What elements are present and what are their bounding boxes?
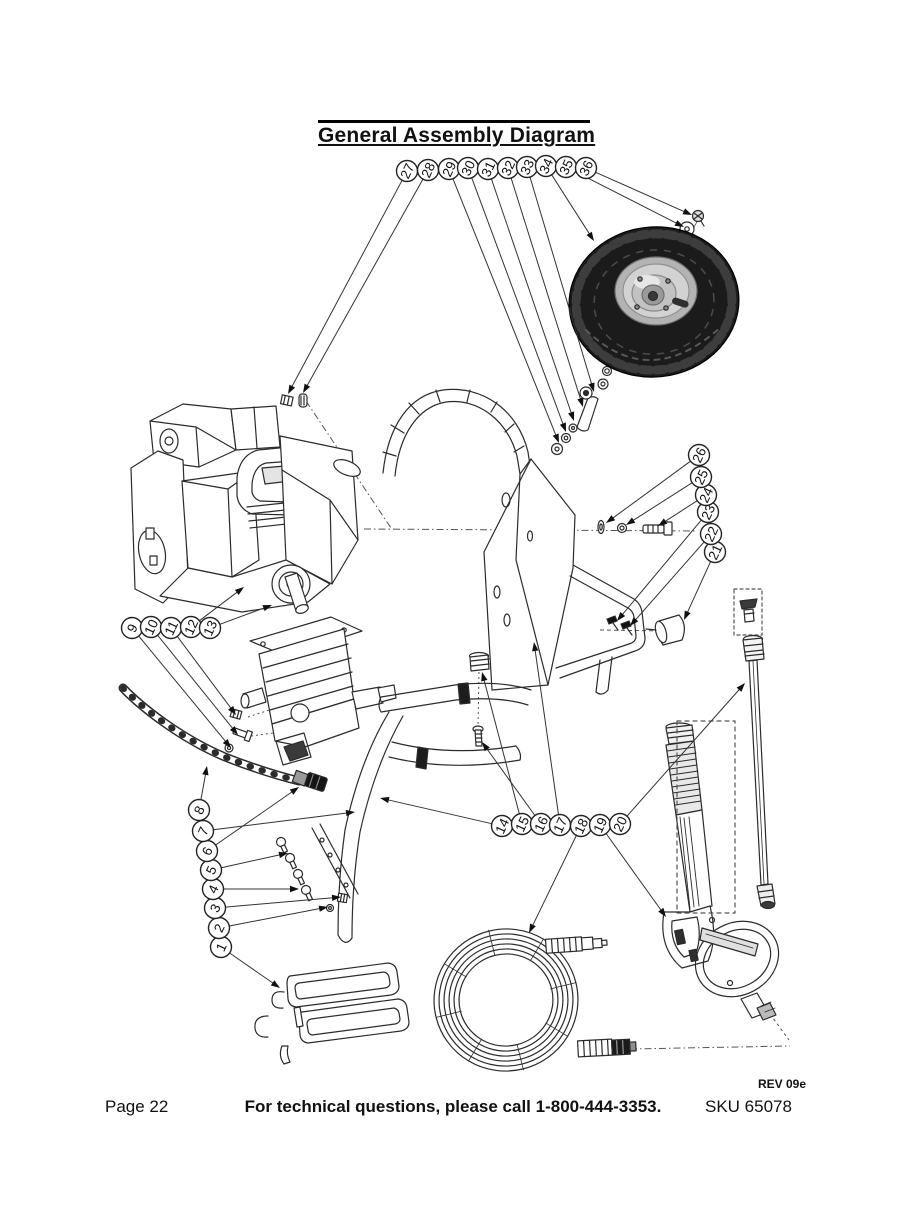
part-callout-6: 6 bbox=[195, 839, 219, 863]
svg-text:28: 28 bbox=[418, 160, 438, 180]
frame-bolt-parts bbox=[597, 519, 673, 536]
svg-text:33: 33 bbox=[517, 157, 537, 177]
part-callout-19: 19 bbox=[588, 813, 612, 837]
svg-text:23: 23 bbox=[698, 502, 718, 522]
wheel-illustration bbox=[568, 226, 740, 378]
part-callout-10: 10 bbox=[139, 615, 163, 639]
part-callout-28: 28 bbox=[416, 158, 440, 182]
engine-bolt-parts bbox=[279, 393, 308, 408]
frame-illustration bbox=[337, 388, 646, 943]
svg-text:18: 18 bbox=[571, 816, 591, 836]
chemical-hose-illustration bbox=[118, 683, 328, 792]
svg-text:34: 34 bbox=[536, 156, 556, 176]
part-callout-12: 12 bbox=[179, 615, 203, 639]
part-callout-20: 20 bbox=[608, 812, 632, 836]
part-callout-4: 4 bbox=[201, 877, 225, 901]
wand-illustration bbox=[676, 588, 776, 914]
svg-text:20: 20 bbox=[610, 814, 630, 834]
svg-text:25: 25 bbox=[691, 467, 711, 487]
svg-text:35: 35 bbox=[556, 157, 576, 177]
support-text: For technical questions, please call 1-8… bbox=[244, 1097, 662, 1116]
part-callout-34: 34 bbox=[534, 154, 558, 178]
diagram-title-block: General Assembly Diagram bbox=[318, 120, 595, 148]
page-footer: Page 22 For technical questions, please … bbox=[0, 1097, 906, 1119]
part-callout-7: 7 bbox=[191, 819, 215, 843]
svg-text:14: 14 bbox=[492, 816, 512, 836]
part-callout-36: 36 bbox=[574, 156, 598, 180]
part-callout-30: 30 bbox=[456, 156, 480, 180]
part-callout-1: 1 bbox=[209, 935, 233, 959]
revision-label: REV 09e bbox=[757, 1077, 806, 1091]
part-callout-14: 14 bbox=[490, 814, 514, 838]
part-callout-22: 22 bbox=[699, 522, 723, 546]
part-callout-3: 3 bbox=[203, 896, 227, 920]
part-callout-25: 25 bbox=[689, 465, 713, 489]
part-callout-16: 16 bbox=[529, 812, 553, 836]
svg-text:31: 31 bbox=[478, 159, 498, 179]
axle-parts bbox=[550, 365, 613, 456]
part-callout-18: 18 bbox=[569, 814, 593, 838]
hose-coil-illustration bbox=[433, 928, 637, 1072]
spray-gun-illustration bbox=[662, 722, 780, 1021]
svg-text:22: 22 bbox=[701, 524, 721, 544]
part-callout-26: 26 bbox=[687, 443, 711, 467]
svg-text:26: 26 bbox=[689, 445, 709, 465]
page-title: General Assembly Diagram bbox=[318, 124, 596, 147]
svg-text:11: 11 bbox=[162, 619, 182, 638]
part-callout-8: 8 bbox=[187, 798, 211, 822]
nozzle-rail-parts bbox=[275, 823, 359, 913]
frame-knob-parts bbox=[468, 651, 490, 747]
svg-text:32: 32 bbox=[498, 158, 518, 178]
part-callout-33: 33 bbox=[515, 155, 539, 179]
svg-text:19: 19 bbox=[590, 815, 610, 835]
part-callout-17: 17 bbox=[548, 813, 572, 837]
part-callout-9: 9 bbox=[120, 616, 144, 640]
part-callout-13: 13 bbox=[198, 616, 222, 640]
part-callout-5: 5 bbox=[199, 858, 223, 882]
part-callout-11: 11 bbox=[159, 616, 183, 640]
part-callout-2: 2 bbox=[207, 916, 231, 940]
part-callout-24: 24 bbox=[694, 483, 718, 507]
part-callout-35: 35 bbox=[554, 155, 578, 179]
stand-illustration bbox=[254, 962, 410, 1065]
svg-text:24: 24 bbox=[696, 485, 716, 505]
svg-text:29: 29 bbox=[439, 159, 459, 179]
svg-text:30: 30 bbox=[458, 158, 478, 178]
svg-text:13: 13 bbox=[200, 618, 220, 638]
svg-text:12: 12 bbox=[181, 617, 201, 637]
svg-text:27: 27 bbox=[397, 161, 417, 181]
svg-text:15: 15 bbox=[512, 814, 532, 834]
svg-text:36: 36 bbox=[576, 158, 596, 178]
part-callout-27: 27 bbox=[395, 159, 419, 183]
part-callout-32: 32 bbox=[496, 156, 520, 180]
svg-text:17: 17 bbox=[550, 815, 570, 835]
svg-text:16: 16 bbox=[531, 814, 551, 834]
svg-text:21: 21 bbox=[705, 542, 725, 562]
engine-illustration bbox=[130, 403, 361, 614]
part-callout-29: 29 bbox=[437, 157, 461, 181]
sku-label: SKU 65078 bbox=[705, 1097, 792, 1116]
svg-text:10: 10 bbox=[141, 617, 161, 637]
page-number: Page 22 bbox=[105, 1097, 169, 1116]
part-callout-31: 31 bbox=[476, 157, 500, 181]
part-callout-15: 15 bbox=[510, 812, 534, 836]
pump-illustration bbox=[240, 616, 397, 766]
